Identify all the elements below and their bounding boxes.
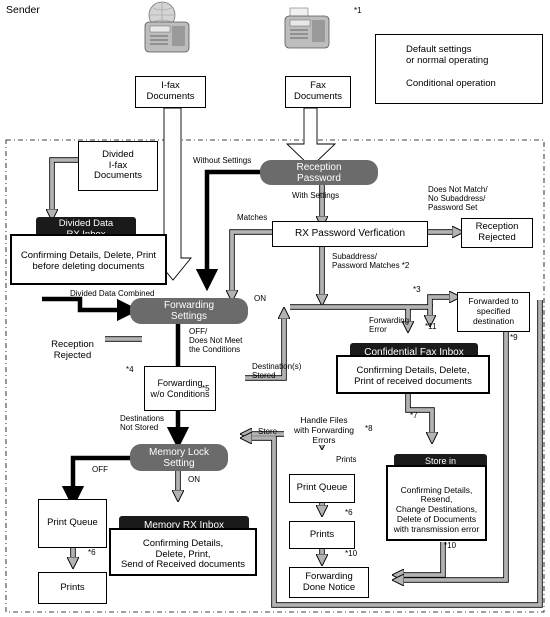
- note-star10-right: *10: [444, 541, 457, 550]
- reception-rejected-top-box: Reception Rejected: [461, 218, 533, 248]
- note-star9: *9: [510, 333, 518, 342]
- forwarded-destination-box: Forwarded to specified destination: [457, 292, 530, 332]
- reception-password-node: Reception Password: [260, 160, 378, 185]
- memory-lock-setting-node: Memory Lock Setting: [130, 444, 228, 471]
- matches-label: Matches: [237, 213, 268, 222]
- subaddress-matches-label: Subaddress/ Password Matches *2: [332, 252, 410, 271]
- forwarding-on-label: ON: [254, 294, 266, 303]
- note-star11: *11: [425, 322, 437, 331]
- prints-left-box: Prints: [38, 572, 107, 604]
- ifax-documents-box: I-fax Documents: [135, 76, 206, 108]
- forwarding-done-notice-box: Forwarding Done Notice: [289, 567, 369, 598]
- rx-password-verification-box: RX Password Verfication: [272, 221, 428, 247]
- fax-machine-icon: [284, 7, 330, 49]
- reception-rejected-left-box: Reception Rejected: [40, 336, 105, 366]
- store-label: Store: [258, 427, 278, 436]
- note-star6-center: *6: [345, 508, 353, 517]
- without-settings-label: Without Settings: [193, 156, 252, 165]
- store-status-screen-desc: Confirming Details, Resend, Change Desti…: [386, 465, 487, 541]
- confidential-fax-inbox-desc: Confirming Details, Delete, Print of rec…: [336, 355, 490, 394]
- note-star10-center: *10: [345, 549, 358, 558]
- legend-box: [375, 34, 543, 104]
- fax-flow-arrow: [285, 107, 337, 168]
- note-star5: *5: [202, 384, 210, 393]
- forwarding-settings-node: Forwarding Settings: [130, 298, 248, 324]
- with-settings-label: With Settings: [292, 191, 340, 200]
- note-star1: *1: [354, 6, 362, 15]
- ifax-machine-icon: [144, 1, 190, 53]
- note-star8: *8: [365, 424, 373, 433]
- device-boundary-frame: [5, 139, 545, 613]
- note-star4: *4: [126, 365, 134, 374]
- memory-rx-inbox-desc: Confirming Details, Delete, Print, Send …: [109, 528, 257, 576]
- off-does-not-meet-label: OFF/ Does Not Meet the Conditions: [189, 327, 243, 355]
- note-star6-left: *6: [88, 548, 96, 557]
- legend-conditional-text: Conditional operation: [406, 78, 496, 89]
- forwarding-without-conditions-box: Forwarding w/o Conditions: [144, 366, 216, 411]
- print-queue-center-box: Print Queue: [289, 474, 355, 503]
- note-star3: *3: [413, 285, 421, 294]
- does-not-match-label: Does Not Match/ No Subaddress/ Password …: [428, 185, 488, 213]
- legend-default-text: Default settings or normal operating: [406, 44, 489, 66]
- note-star7: *7: [410, 411, 418, 420]
- divided-data-combined-label: Divided Data Combined: [70, 289, 155, 298]
- destinations-stored-label: Destination(s) Stored: [252, 362, 302, 381]
- destinations-not-stored-label: Destinations Not Stored: [120, 414, 165, 433]
- handle-files-forwarding-errors-box: Handle Files with Forwarding Errors: [284, 415, 364, 445]
- memory-off-label: OFF: [92, 465, 108, 474]
- print-queue-left-box: Print Queue: [38, 499, 107, 548]
- sender-label: Sender: [6, 4, 40, 16]
- prints-center-box: Prints: [289, 521, 355, 549]
- forwarding-error-label: Forwarding Error: [369, 316, 410, 335]
- divided-ifax-documents-box: Divided I-fax Documents: [78, 141, 158, 191]
- memory-on-label: ON: [188, 475, 200, 484]
- divided-data-rx-inbox-desc: Confirming Details, Delete, Print before…: [10, 234, 167, 285]
- fax-documents-box: Fax Documents: [285, 76, 351, 108]
- prints-label: Prints: [336, 455, 357, 464]
